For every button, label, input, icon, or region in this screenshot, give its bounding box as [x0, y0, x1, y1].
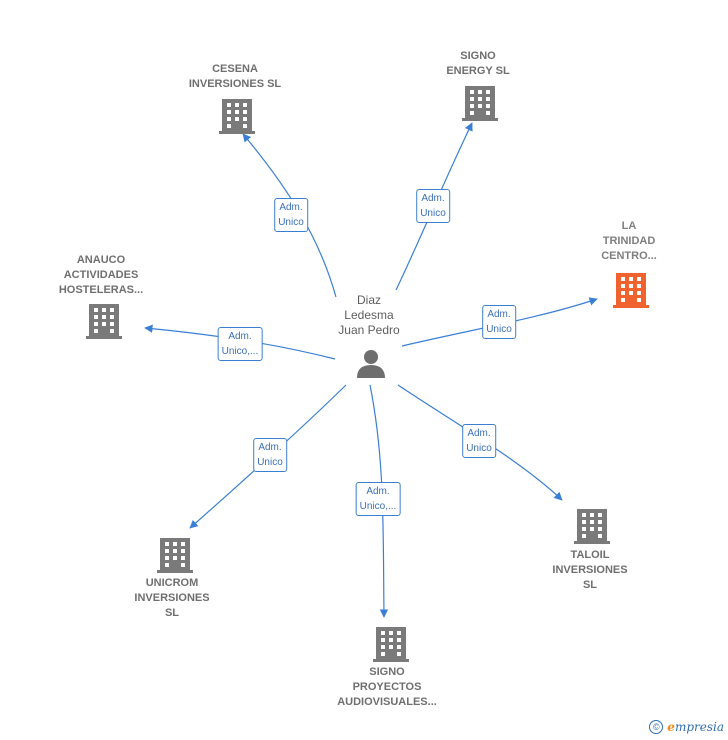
building-icon[interactable] [373, 627, 409, 662]
company-name-taloil[interactable]: TALOIL INVERSIONES SL [552, 549, 628, 591]
building-icon[interactable] [219, 99, 255, 134]
edge-label-cesena[interactable]: Adm. Unico [274, 198, 308, 232]
building-icon[interactable] [157, 538, 193, 573]
brand-logo[interactable]: empresia [667, 720, 724, 734]
company-name-unicrom[interactable]: UNICROM INVERSIONES SL [134, 577, 210, 619]
company-name-la-trinidad[interactable]: LA TRINIDAD CENTRO... [601, 220, 657, 262]
company-name-anauco[interactable]: ANAUCO ACTIVIDADES HOSTELERAS... [58, 254, 144, 296]
building-icon[interactable] [574, 509, 610, 544]
building-icon[interactable] [86, 304, 122, 339]
company-name-signo-proyectos[interactable]: SIGNO PROYECTOS AUDIOVISUALES... [337, 666, 437, 708]
company-name-signo-energy[interactable]: SIGNO ENERGY SL [446, 50, 510, 77]
edge-label-taloil[interactable]: Adm. Unico [462, 424, 496, 458]
building-icon[interactable] [462, 86, 498, 121]
edge-label-signo-proyectos[interactable]: Adm. Unico,... [355, 482, 401, 516]
edge-label-signo-energy[interactable]: Adm. Unico [416, 189, 450, 223]
copyright-icon: © [649, 720, 664, 734]
edge-label-la-trinidad[interactable]: Adm. Unico [482, 305, 516, 339]
building-icon[interactable] [613, 273, 649, 308]
company-name-cesena[interactable]: CESENA INVERSIONES SL [188, 63, 282, 90]
person-icon [357, 350, 385, 378]
edge-label-unicrom[interactable]: Adm. Unico [253, 438, 287, 472]
center-person-name[interactable]: Diaz Ledesma Juan Pedro [338, 293, 400, 337]
edge-label-anauco[interactable]: Adm. Unico,... [217, 327, 263, 361]
footer-brand: © empresia [649, 720, 724, 734]
